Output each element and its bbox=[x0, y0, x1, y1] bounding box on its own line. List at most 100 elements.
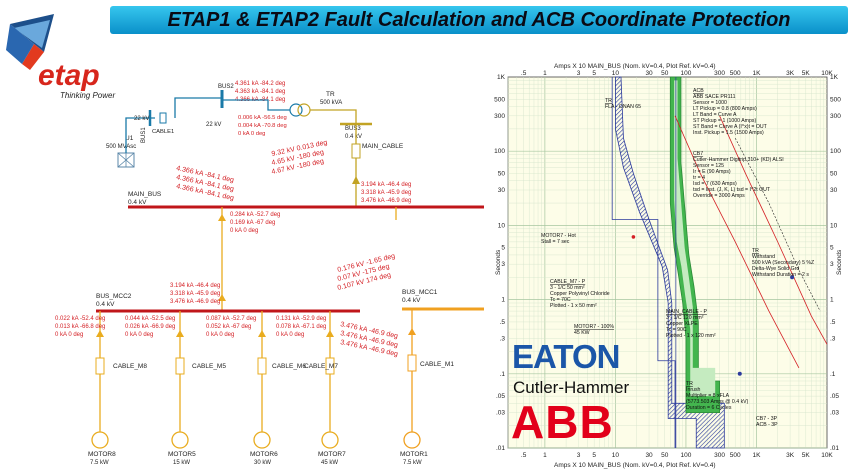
svg-text:0.004 kA -70.8 deg: 0.004 kA -70.8 deg bbox=[238, 123, 287, 129]
main-bus-name: MAIN_BUS bbox=[128, 191, 162, 198]
motor1-kw: 7.5 kW bbox=[403, 460, 422, 466]
tcc-xtick-bottom: 100 bbox=[681, 452, 692, 459]
tcc-ytick-right: 100 bbox=[830, 148, 841, 155]
tcc-ytick-right: 10 bbox=[830, 222, 838, 229]
utility-name: U1 bbox=[125, 135, 134, 142]
bus-mcc1-name: BUS_MCC1 bbox=[402, 289, 438, 296]
svg-text:0.131 kA -52.9 deg: 0.131 kA -52.9 deg bbox=[276, 316, 326, 322]
tr-flow: 9.32 kV 0.013 deg 4.65 kV -180 deg 4.67 … bbox=[271, 139, 328, 176]
tcc-ytick-left: 3 bbox=[501, 261, 505, 268]
svg-text:4.363 kA -84.1 deg: 4.363 kA -84.1 deg bbox=[235, 89, 285, 95]
tcc-bottom-axis: Amps X 10 MAIN_BUS (Nom. kV=0.4, Plot Re… bbox=[554, 462, 715, 469]
tcc-ytick-right: 300 bbox=[830, 113, 841, 120]
ann-inrush-line: Multiplier = 8 xFLA bbox=[686, 393, 730, 399]
ann-small-line: CB7 - 3P bbox=[756, 416, 778, 422]
ann-main-cable-line: Plotted - 1 x 120 mm² bbox=[666, 333, 716, 339]
cable-m8-label: CABLE_M8 bbox=[113, 363, 147, 370]
ann-acb-line: Sensor = 1000 bbox=[693, 100, 727, 106]
tcc-ytick-right: .1 bbox=[830, 371, 836, 378]
motor6-kw: 30 kW bbox=[254, 460, 271, 466]
tcc-ytick-left: 300 bbox=[494, 113, 505, 120]
svg-text:3.318 kA -45.9 deg: 3.318 kA -45.9 deg bbox=[361, 190, 411, 196]
main-bus-faults: 4.366 kA -84.1 deg 4.366 kA -84.1 deg 4.… bbox=[176, 165, 235, 202]
tcc-ytick-right: .5 bbox=[830, 319, 836, 326]
ann-cable-m7-line: 3 - 1/C 50 mm² bbox=[550, 285, 585, 291]
utility-u1: U1 500 MVAsc bbox=[106, 135, 136, 168]
motor7-kw: 45 kW bbox=[321, 460, 338, 466]
tcc-ytick-right: 5 bbox=[830, 245, 834, 252]
tcc-xtick-bottom: 3K bbox=[786, 452, 795, 459]
cable1-label-text: CABLE1 bbox=[152, 129, 174, 135]
ann-acb-line: LT Pickup = 0.8 (800 Amps) bbox=[693, 106, 757, 112]
tcc-xtick-top: .5 bbox=[521, 70, 527, 77]
svg-text:0.044 kA -52.5 deg: 0.044 kA -52.5 deg bbox=[125, 316, 175, 322]
feeder-m8: 0.022 kA -52.4 deg 0.013 kA -66.8 deg 0 … bbox=[55, 311, 147, 466]
tcc-ytick-left: .5 bbox=[500, 319, 506, 326]
motor5-kw: 15 kW bbox=[173, 460, 190, 466]
feeder-m5: 0.044 kA -52.5 deg 0.026 kA -66.9 deg 0 … bbox=[125, 311, 226, 466]
tcc-xtick-top: 1 bbox=[543, 70, 547, 77]
tcc-ytick-right: .05 bbox=[830, 393, 839, 400]
main-cable-label: MAIN_CABLE bbox=[362, 143, 404, 150]
tcc-xtick-top: 5K bbox=[802, 70, 811, 77]
tcc-xtick-bottom: 5 bbox=[592, 452, 596, 459]
tcc-ytick-left: 50 bbox=[498, 171, 506, 178]
ann-acb-line: ST Band = Curve A (I^x)t = OUT bbox=[693, 124, 768, 130]
ann-main-cable-line: MAIN_CABLE - P bbox=[666, 309, 707, 315]
ann-acb-line: Inst. Pickup = 1.5 (1500 Amps) bbox=[693, 130, 764, 136]
cable-m5-label: CABLE_M5 bbox=[192, 363, 226, 370]
cutler-hammer-logo: Cutler-Hammer bbox=[513, 378, 630, 397]
bus3-name: BUS3 bbox=[345, 126, 361, 132]
bus2-contrib: 0.006 kA -56.5 deg 0.004 kA -70.8 deg 0 … bbox=[238, 115, 287, 137]
tcc-xtick-bottom: 50 bbox=[661, 452, 669, 459]
tcc-xtick-top: 1K bbox=[752, 70, 761, 77]
ann-tr-line: TR bbox=[605, 98, 612, 104]
svg-text:0 kA 0 deg: 0 kA 0 deg bbox=[238, 131, 265, 137]
tcc-ytick-left: 5 bbox=[501, 245, 505, 252]
tcc-xtick-top: 10K bbox=[821, 70, 833, 77]
hv-line bbox=[125, 97, 222, 153]
tcc-grid bbox=[507, 77, 827, 449]
tcc-ytick-right: 3 bbox=[830, 261, 834, 268]
ann-main-cable-line: 3 - 1/C 120 mm² bbox=[666, 315, 704, 321]
tcc-xtick-bottom: 3 bbox=[577, 452, 581, 459]
cable-m7-curve bbox=[674, 115, 800, 369]
tcc-xtick-top: 5 bbox=[592, 70, 596, 77]
bus3-kv: 0.4 kV bbox=[345, 134, 362, 140]
ann-inrush-line: Inrush bbox=[686, 387, 701, 393]
tcc-plot: .5.5113355101030305050100100300300500500… bbox=[484, 60, 850, 469]
tcc-ticks: .5.5113355101030305050100100300300500500… bbox=[494, 70, 841, 459]
svg-text:0.284 kA -52.7 deg: 0.284 kA -52.7 deg bbox=[230, 212, 280, 218]
tr-withstand-curve bbox=[734, 137, 821, 312]
tcc-ytick-left: 30 bbox=[498, 187, 506, 194]
ann-motor-hot-line: MOTOR7 - Hot bbox=[541, 233, 576, 239]
tcc-xtick-top: 500 bbox=[730, 70, 741, 77]
ann-acb-line: LT Band = Curve A bbox=[693, 112, 737, 118]
main-bus-kv: 0.4 kV bbox=[128, 199, 147, 206]
tcc-xtick-top: 3 bbox=[577, 70, 581, 77]
svg-text:0 kA 0 deg: 0 kA 0 deg bbox=[276, 332, 304, 338]
feeder-voltage: 0.176 kV -1.65 deg 0.07 kV -175 deg 0.10… bbox=[337, 253, 396, 292]
ann-main-cable-line: Tc = 90C bbox=[666, 327, 687, 333]
tcc-ytick-right: .03 bbox=[830, 410, 839, 417]
ann-tr-withstand-line: 500 kVA (Secondary) 5 %Z bbox=[752, 260, 814, 266]
cable-m6-label: CABLE_M6 bbox=[272, 363, 306, 370]
tcc-xtick-bottom: 500 bbox=[730, 452, 741, 459]
ann-motor-hot-line: Stall = 7 sec bbox=[541, 239, 570, 245]
ann-inrush-line: (5773.503 Amps @ 0.4 kV) bbox=[686, 399, 749, 405]
ann-acb-line: ACB bbox=[693, 88, 704, 94]
tr-name: TR bbox=[326, 91, 335, 98]
ann-cb7-line: tr = 4 bbox=[693, 175, 705, 181]
ann-cable-m7-line: Tc = 70C bbox=[550, 297, 571, 303]
abb-logo: ABB bbox=[511, 396, 614, 448]
tcc-top-axis: Amps X 10 MAIN_BUS (Nom. kV=0.4, Plot Re… bbox=[554, 63, 715, 70]
svg-text:0.013 kA -66.8 deg: 0.013 kA -66.8 deg bbox=[55, 324, 105, 330]
tcc-ytick-right: 50 bbox=[830, 171, 838, 178]
ann-cb7-line: Cutler-Hammer Digitrip 310+ (KD) ALSI bbox=[693, 157, 784, 163]
tcc-ytick-right: 1K bbox=[830, 74, 839, 81]
svg-text:0.052 kA -67 deg: 0.052 kA -67 deg bbox=[206, 324, 251, 330]
motor8-kw: 7.5 kW bbox=[90, 460, 109, 466]
tcc-xtick-bottom: 10K bbox=[821, 452, 833, 459]
tcc-ytick-left: 500 bbox=[494, 96, 505, 103]
ann-small-line: ACB - 3P bbox=[756, 422, 778, 428]
